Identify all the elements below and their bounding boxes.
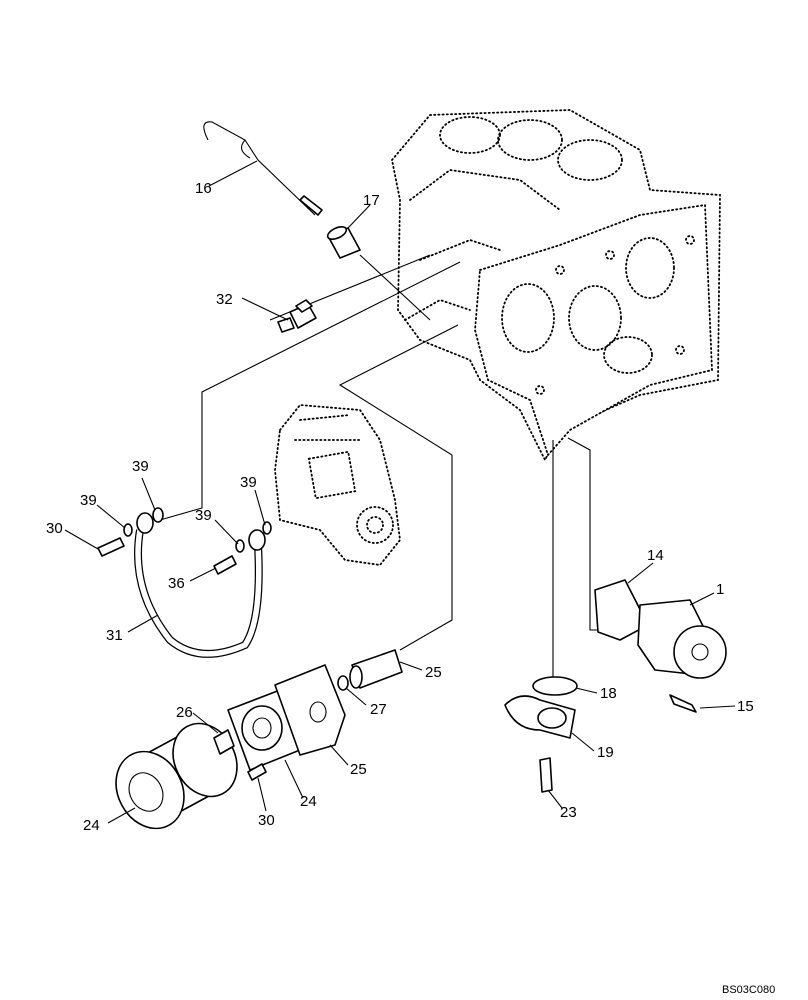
callout-28: 26 — [176, 704, 193, 721]
callout-labels: 16 17 32 39 39 39 39 30 36 31 25 26 27 2… — [46, 180, 775, 996]
dipstick-guide-tube — [326, 226, 361, 259]
callout-31: 30 — [46, 520, 63, 537]
callout-19: 19 — [597, 744, 614, 761]
callout-39-a: 39 — [132, 458, 149, 475]
reference-code: BS03C080 — [722, 984, 775, 996]
callout-24: 24 — [300, 793, 317, 810]
callout-39-b: 39 — [80, 492, 97, 509]
callout-leaders — [64, 160, 736, 824]
callout-32: 31 — [106, 627, 123, 644]
filter-head-gasket — [274, 664, 346, 756]
callout-26: 24 — [83, 817, 100, 834]
callout-18: 18 — [600, 685, 617, 702]
callout-1: 1 — [716, 581, 724, 598]
oil-strainer — [504, 676, 578, 793]
oil-pressure-switch — [277, 299, 317, 333]
injection-pump — [274, 404, 401, 566]
callout-39-c: 39 — [195, 507, 212, 524]
callout-15: 15 — [737, 698, 754, 715]
filter-head — [213, 689, 301, 781]
callout-25: 25 — [350, 761, 367, 778]
callout-30: 30 — [258, 812, 275, 829]
oil-hose-assembly — [97, 507, 272, 658]
callout-23: 23 — [560, 804, 577, 821]
callout-38: 36 — [168, 575, 185, 592]
callout-29: 27 — [370, 701, 387, 718]
callout-14: 14 — [647, 547, 664, 564]
relief-valve — [337, 649, 403, 691]
oil-pump — [594, 579, 727, 713]
dipstick — [203, 121, 323, 216]
callout-17: 17 — [363, 192, 380, 209]
callout-39-d: 39 — [240, 474, 257, 491]
callout-36: 32 — [216, 291, 233, 308]
callout-16: 16 — [195, 180, 212, 197]
gear-case-plate — [474, 203, 713, 457]
callout-27: 25 — [425, 664, 442, 681]
